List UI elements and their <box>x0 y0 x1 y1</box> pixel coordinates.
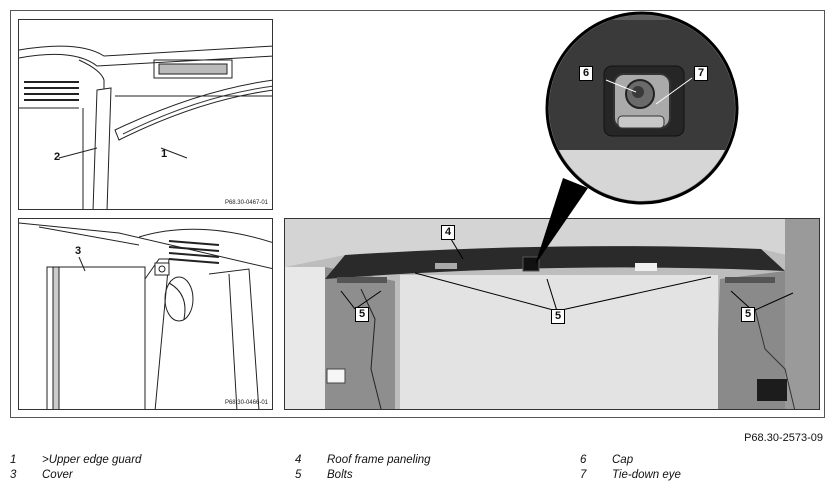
legend-text: Tie-down eye <box>612 469 681 481</box>
drawing-upper-edge-guard <box>19 45 272 209</box>
panel-code: P68.30-0466-01 <box>224 400 268 406</box>
legend-text: Bolts <box>327 469 353 481</box>
legend-text: Cover <box>42 469 73 481</box>
legend-number: 1 <box>10 454 17 466</box>
callout-7: 7 <box>694 66 709 81</box>
callout-5-left: 5 <box>355 307 370 322</box>
callout-2: 2 <box>54 151 61 163</box>
panel-roof-frame-photo: 4 5 5 5 <box>284 218 820 410</box>
callout-5-right: 5 <box>741 307 756 322</box>
panel-code: P68.30-0467-01 <box>224 200 268 206</box>
legend-number: 7 <box>580 469 587 481</box>
callout-5-center: 5 <box>551 309 566 324</box>
callout-6: 6 <box>579 66 594 81</box>
panel-cover: 3 P68.30-0466-01 <box>18 218 273 410</box>
legend-text: Roof frame paneling <box>327 454 431 466</box>
legend-text: Cap <box>612 454 634 466</box>
panel-upper-edge-guard: 2 1 P68.30-0467-01 <box>18 19 273 210</box>
legend-number: 5 <box>295 469 302 481</box>
legend-number: 3 <box>10 469 17 481</box>
figure-id: P68.30-2573-09 <box>744 432 823 444</box>
legend-number: 4 <box>295 454 302 466</box>
legend-text: >Upper edge guard <box>42 454 142 466</box>
callout-4: 4 <box>441 225 456 240</box>
drawing-cover <box>19 222 272 409</box>
callout-3: 3 <box>75 245 82 257</box>
callout-1: 1 <box>161 148 168 160</box>
legend-number: 6 <box>580 454 587 466</box>
